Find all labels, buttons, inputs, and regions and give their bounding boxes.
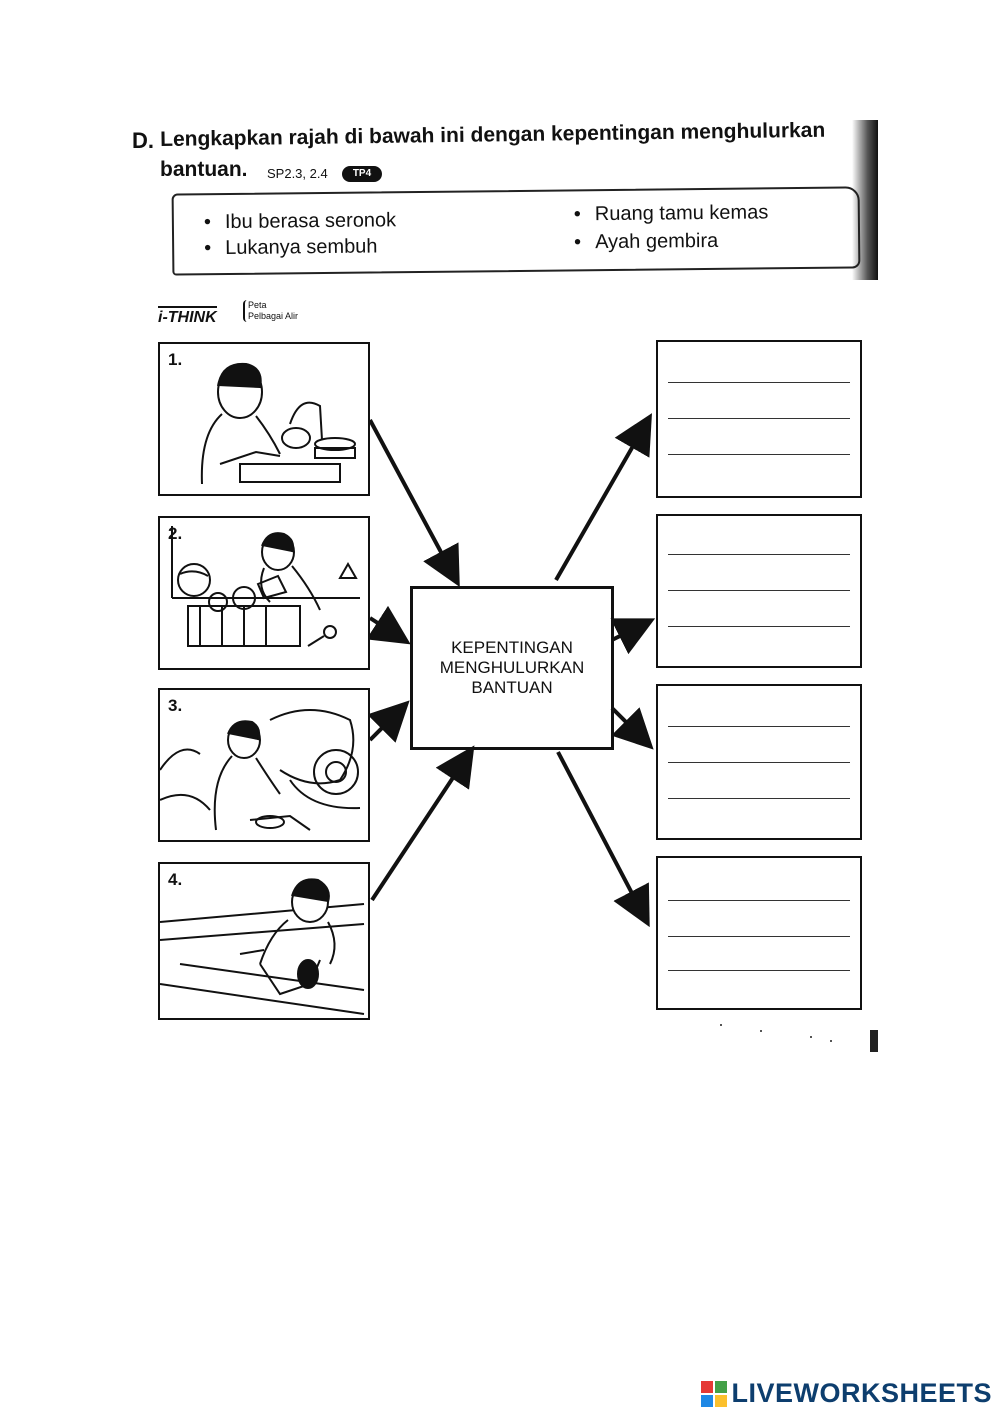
tp-badge: TP4 — [342, 166, 382, 182]
arrow-pic2-to-center — [366, 605, 411, 645]
answer-box-4 — [656, 856, 862, 1010]
arrow-pic4-to-center — [370, 745, 475, 902]
ithink-sub-line2: Pelbagai Alir — [248, 311, 299, 321]
scan-edge-shadow — [852, 120, 878, 280]
center-topic-line2: MENGHULURKAN — [439, 658, 585, 677]
boy-washing-motorcycle-illustration — [160, 709, 361, 831]
arrow-center-to-box4 — [556, 751, 650, 928]
answer-box-3 — [656, 684, 862, 840]
answer-box-1 — [656, 340, 862, 498]
answer-line[interactable] — [668, 626, 850, 627]
center-topic-line1: KEPENTINGAN — [451, 638, 573, 657]
answer-line[interactable] — [668, 900, 850, 901]
scan-speck — [760, 1030, 762, 1032]
arrow-pic3-to-center — [367, 700, 410, 743]
scan-edge-mark — [870, 1030, 878, 1052]
arrow-center-to-box2 — [610, 618, 656, 655]
answer-line[interactable] — [668, 798, 850, 799]
scan-speck — [720, 1024, 722, 1026]
scan-speck — [810, 1036, 812, 1038]
picture-number: 1. — [168, 350, 183, 369]
center-topic-box: KEPENTINGAN MENGHULURKAN BANTUAN — [410, 586, 614, 750]
answer-line[interactable] — [668, 382, 850, 383]
liveworksheets-logo-icon — [701, 1380, 728, 1407]
answer-line[interactable] — [668, 590, 850, 591]
answer-line[interactable] — [668, 418, 850, 419]
boy-with-injured-leg-illustration — [160, 878, 365, 1015]
ithink-logo: i-THINK — [158, 306, 217, 327]
boy-tidying-toys-illustration — [171, 526, 360, 647]
answer-line[interactable] — [668, 762, 850, 763]
arrow-center-to-box3 — [610, 706, 654, 750]
picture-box-1: 1. — [158, 342, 370, 496]
answer-line[interactable] — [668, 454, 850, 455]
answer-line[interactable] — [668, 726, 850, 727]
ithink-sub-line1: Peta — [248, 300, 267, 310]
answer-line[interactable] — [668, 970, 850, 971]
answer-line[interactable] — [668, 936, 850, 937]
picture-box-2: 2. — [158, 516, 370, 670]
center-topic-line3: BANTUAN — [471, 678, 553, 697]
answer-line[interactable] — [668, 554, 850, 555]
arrow-center-to-box1 — [554, 413, 652, 581]
answer-box-2 — [656, 514, 862, 668]
arrow-pic1-to-center — [368, 419, 460, 588]
question-text-line2: bantuan. — [160, 158, 248, 181]
ithink-map-type: Peta Pelbagai Alir — [243, 300, 298, 322]
picture-box-4: 4. — [158, 862, 370, 1020]
liveworksheets-watermark: LIVEWORKSHEETS — [701, 1378, 992, 1409]
scan-speck — [830, 1040, 832, 1042]
picture-number: 4. — [168, 870, 183, 889]
question-letter: D. — [132, 128, 154, 153]
picture-box-3: 3. — [158, 688, 370, 842]
picture-number: 3. — [168, 696, 183, 715]
watermark-text: LIVEWORKSHEETS — [731, 1378, 992, 1408]
standard-code: SP2.3, 2.4 — [267, 166, 328, 181]
girl-washing-dishes-illustration — [200, 362, 356, 485]
